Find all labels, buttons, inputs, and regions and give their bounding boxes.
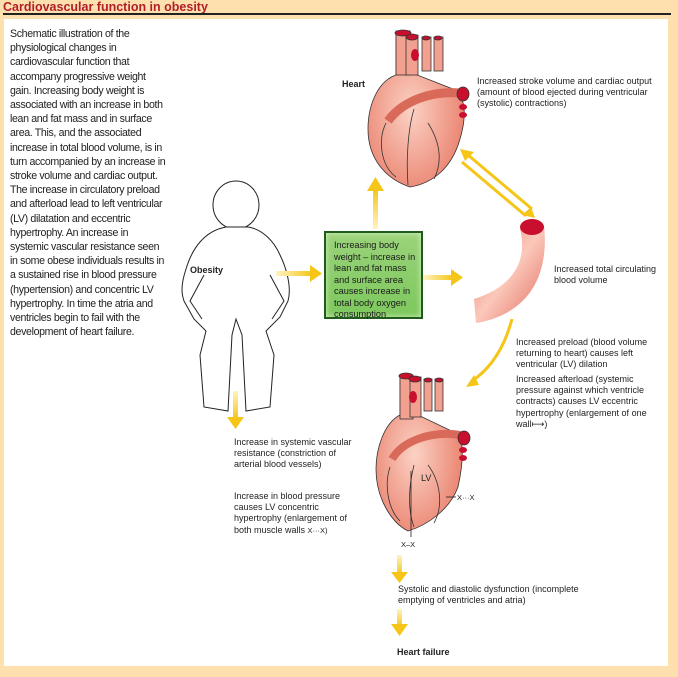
central-box-text: Increasing body weight – increase in lea… xyxy=(334,240,416,319)
title-divider xyxy=(3,13,671,15)
obesity-label: Obesity xyxy=(190,265,224,275)
lv-label: LV xyxy=(421,473,432,483)
arrow-heart-to-dysfunction xyxy=(391,555,408,583)
afterload-label: Increased afterload (systemic pressure a… xyxy=(516,374,664,430)
obese-person-icon xyxy=(181,180,290,412)
dysfunction-label: Systolic and diastolic dysfunction (inco… xyxy=(398,584,579,606)
stroke-volume-label: Increased stroke volume and cardiac outp… xyxy=(477,76,652,109)
arrow-obesity-to-resistance xyxy=(227,391,244,429)
arrow-obesity-to-box xyxy=(276,265,322,282)
arrow-box-to-vessel xyxy=(423,269,463,286)
xx-right-label: X···X xyxy=(457,493,475,502)
afterload-text: Increased afterload (systemic pressure a… xyxy=(516,374,647,429)
figure-description: Schematic illustration of the physiologi… xyxy=(10,28,166,339)
blood-pressure-text: Increase in blood pressure causes LV con… xyxy=(234,491,348,535)
central-box: Increasing body weight – increase in lea… xyxy=(324,231,423,319)
preload-label: Increased preload (blood volume returnin… xyxy=(516,337,648,370)
figure-panel: Schematic illustration of the physiologi… xyxy=(4,19,668,666)
title-bar: Cardiovascular function in obesity xyxy=(0,0,678,15)
afterload-symbol: ⟼) xyxy=(531,418,548,429)
blood-vessel-illustration xyxy=(474,219,545,323)
heart-illustration-top xyxy=(367,29,470,188)
arrow-box-to-heart xyxy=(367,177,384,229)
vascular-resistance-label: Increase in systemic vascular resistance… xyxy=(234,437,352,470)
heart-failure-label: Heart failure xyxy=(397,647,450,657)
arrow-dysfunction-to-heart-failure xyxy=(391,609,408,636)
blood-pressure-label: Increase in blood pressure causes LV con… xyxy=(234,491,359,536)
figure-title: Cardiovascular function in obesity xyxy=(3,0,208,14)
blood-pressure-symbol: X···X) xyxy=(307,525,328,535)
heart-illustration-lower xyxy=(375,372,471,537)
xx-bottom-label: X–X xyxy=(401,540,416,549)
diagram-graphics xyxy=(181,29,545,636)
blood-volume-label: Increased total circulating blood volume xyxy=(554,264,657,286)
arrow-heart-vessel-bidirectional xyxy=(460,149,535,218)
arrow-vessel-to-lower-heart xyxy=(466,318,514,387)
heart-label: Heart xyxy=(342,79,366,89)
